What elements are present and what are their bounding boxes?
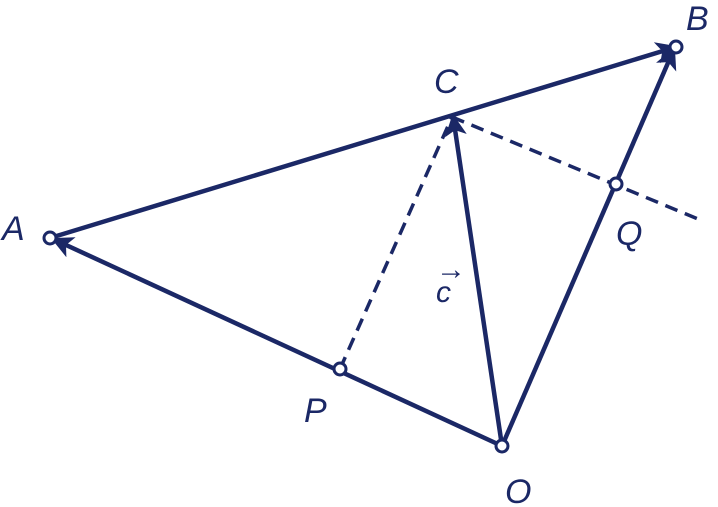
- line-O-to-C: [445, 113, 505, 447]
- dashed-line-C-through-Q: [451, 115, 699, 221]
- label-P: P: [304, 392, 327, 430]
- point-Q-marker: [608, 176, 624, 192]
- dashed-line-P-to-C: [338, 116, 454, 370]
- line-A-to-B: [49, 42, 679, 241]
- label-B: B: [686, 0, 709, 38]
- point-O-marker: [494, 438, 510, 454]
- point-B-marker: [668, 39, 684, 55]
- line-O-to-A: [51, 236, 503, 449]
- label-A: A: [0, 210, 25, 248]
- label-Q: Q: [616, 215, 642, 253]
- label-O: O: [505, 473, 531, 507]
- point-A-marker: [42, 230, 58, 246]
- vector-c-letter: c: [436, 276, 451, 309]
- vector-c-arrow: →: [436, 253, 466, 286]
- point-P-marker: [332, 361, 348, 377]
- label-C: C: [434, 63, 459, 101]
- line-O-to-B: [499, 46, 677, 447]
